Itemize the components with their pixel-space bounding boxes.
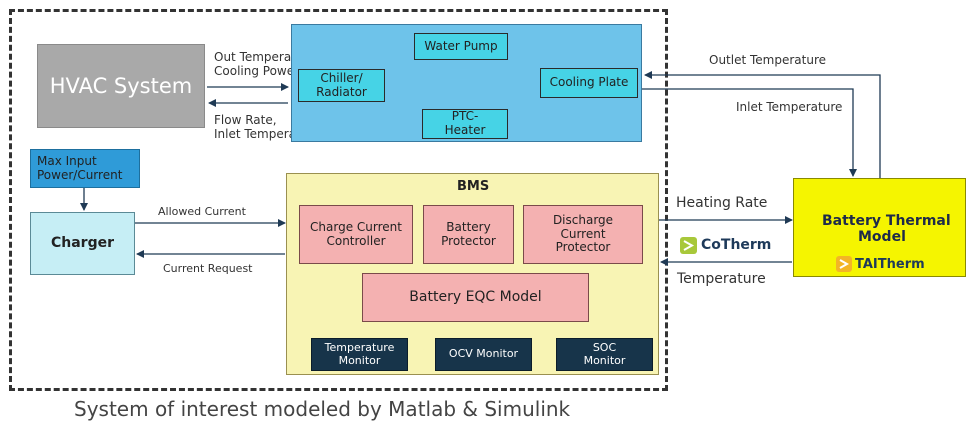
inlet-temperature-arrow: [641, 88, 857, 177]
max-input-box: Max Input Power/Current: [30, 149, 140, 188]
taitherm-text: TAITherm: [855, 256, 925, 272]
ptc-label-1: PTC-: [451, 109, 479, 124]
temperature-monitor-label-2: Monitor: [338, 353, 381, 367]
chiller-label-1: Chiller/: [320, 70, 363, 85]
outlet-temperature-label: Outlet Temperature: [709, 53, 827, 67]
cotherm-logo: CoTherm: [680, 235, 771, 255]
system-boundary: [9, 9, 668, 391]
chiller-radiator-box: Chiller/ Radiator: [298, 69, 385, 102]
soc-monitor-label-1: SOC: [592, 340, 617, 354]
ptc-label-2: Heater: [444, 123, 486, 137]
chiller-label-2: Radiator: [316, 84, 367, 99]
cooling-plate-label: Cooling Plate: [549, 75, 629, 90]
charge-controller-label-2: Controller: [326, 233, 386, 248]
cotherm-icon: [680, 236, 697, 254]
diagram-caption: System of interest modeled by Matlab & S…: [74, 397, 571, 421]
current-request-label: Current Request: [163, 262, 253, 275]
battery-thermal-title-2: Model: [858, 229, 906, 245]
charger-title: Charger: [50, 235, 114, 252]
ocv-monitor-label: OCV Monitor: [448, 347, 519, 361]
heating-rate-label: Heating Rate: [676, 195, 768, 211]
outlet-temperature-arrow: [644, 71, 881, 178]
max-input-line-1: Max Input: [37, 153, 97, 168]
cotherm-text: CoTherm: [701, 237, 772, 253]
battery-protector-box: Battery Protector: [423, 205, 514, 264]
discharge-label-1: Discharge: [552, 212, 614, 227]
battery-thermal-title-1: Battery Thermal: [822, 213, 951, 229]
discharge-label-2: Current: [560, 226, 606, 241]
battery-eqc-model-box: Battery EQC Model: [362, 273, 589, 322]
hvac-out-label-1: Out Temperature: [214, 50, 316, 64]
taitherm-icon: [836, 256, 852, 272]
water-pump-label: Water Pump: [424, 38, 498, 53]
ptc-heater-box: PTC- Heater: [422, 109, 508, 139]
battery-protector-label-1: Battery: [446, 219, 491, 234]
temperature-label: Temperature: [677, 271, 766, 287]
soc-monitor-label-2: Monitor: [583, 353, 626, 367]
battery-eqc-label: Battery EQC Model: [409, 289, 542, 306]
water-pump-box: Water Pump: [414, 33, 508, 60]
taitherm-logo: TAITherm: [836, 255, 925, 273]
charger-box: Charger: [30, 212, 135, 275]
inlet-temperature-label: Inlet Temperature: [736, 100, 843, 114]
bms-title: BMS: [457, 179, 490, 194]
cooling-plate-box: Cooling Plate: [540, 68, 638, 98]
charge-controller-label-1: Charge Current: [310, 219, 402, 234]
discharge-current-protector-box: Discharge Current Protector: [523, 205, 643, 264]
soc-monitor-box: SOC Monitor: [556, 338, 653, 371]
max-input-line-2: Power/Current: [37, 167, 123, 182]
hvac-system-title: HVAC System: [49, 73, 193, 98]
discharge-label-3: Protector: [555, 240, 611, 255]
temperature-monitor-label-1: Temperature: [324, 340, 395, 354]
battery-protector-label-2: Protector: [441, 233, 496, 248]
ocv-monitor-box: OCV Monitor: [435, 338, 532, 371]
hvac-system-box: HVAC System: [37, 44, 205, 128]
allowed-current-label: Allowed Current: [158, 205, 246, 218]
hvac-out-label-2: Cooling Power: [214, 64, 300, 78]
charge-current-controller-box: Charge Current Controller: [299, 205, 413, 264]
temperature-monitor-box: Temperature Monitor: [311, 338, 408, 371]
hvac-in-label-1: Flow Rate,: [214, 113, 277, 127]
battery-thermal-model-box: [793, 178, 966, 277]
